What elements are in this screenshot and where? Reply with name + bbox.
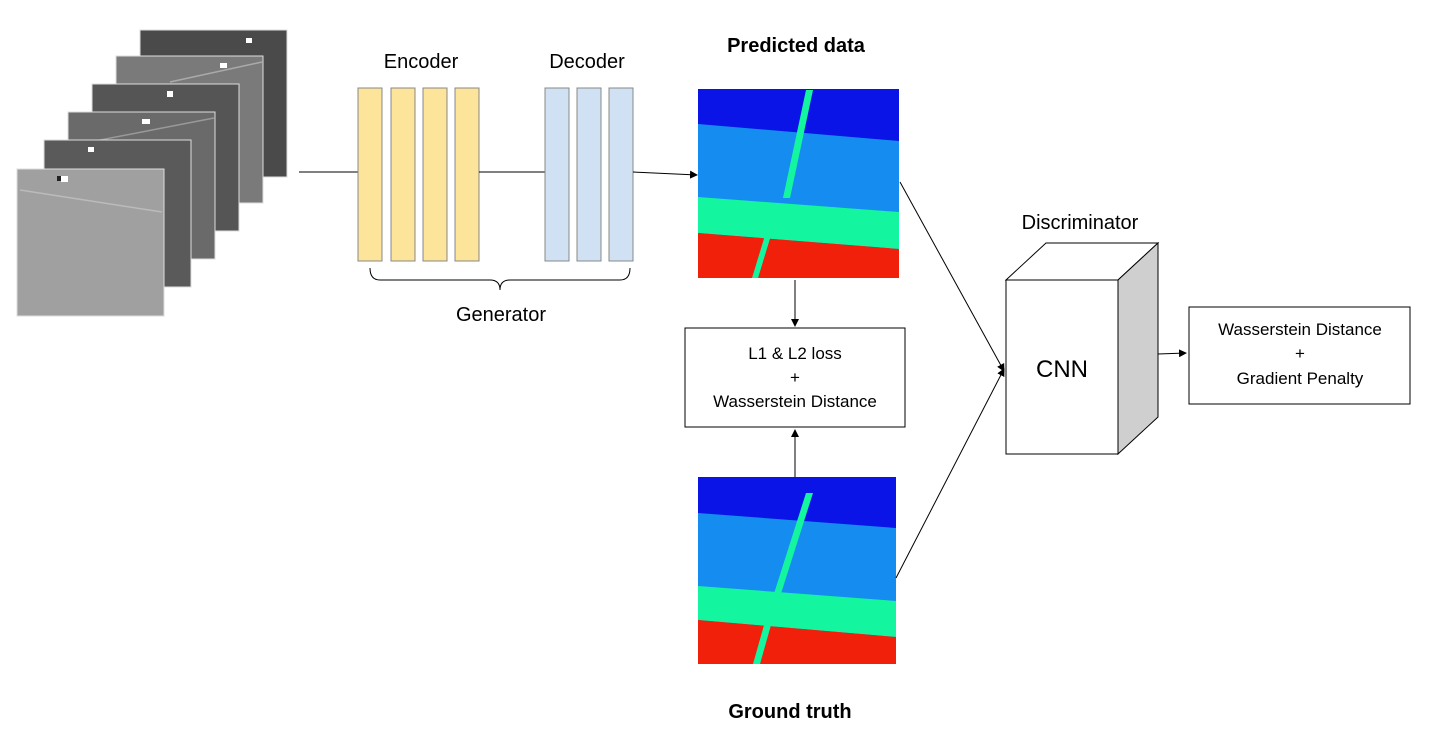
encoder-blocks <box>357 87 480 262</box>
decoder-block-2 <box>576 87 602 262</box>
decoder-block-3 <box>608 87 634 262</box>
ground-truth-to-discriminator-arrow <box>895 368 1005 579</box>
ground-truth-image <box>698 477 896 664</box>
decoder-block-1 <box>544 87 570 262</box>
discriminator-label: Discriminator <box>1022 212 1139 234</box>
encoder-label: Encoder <box>384 51 459 73</box>
encoder-block-3 <box>422 87 448 262</box>
input-slice-1 <box>16 168 165 317</box>
output-line-2: + <box>1295 344 1305 363</box>
decoder-label: Decoder <box>549 51 625 73</box>
output-line-3: Gradient Penalty <box>1237 369 1364 388</box>
loss-line-2: + <box>790 368 800 387</box>
encoder-block-1 <box>357 87 383 262</box>
encoder-block-4 <box>454 87 480 262</box>
ground-truth-title: Ground truth <box>728 701 851 723</box>
loss-box: L1 & L2 loss + Wasserstein Distance <box>684 327 906 428</box>
decoder-blocks <box>544 87 634 262</box>
output-loss-box: Wasserstein Distance + Gradient Penalty <box>1188 306 1411 405</box>
input-image-stack <box>16 29 288 317</box>
loss-line-1: L1 & L2 loss <box>748 344 842 363</box>
cnn-label: CNN <box>1036 356 1088 383</box>
cube-side-face <box>1117 241 1159 456</box>
generator-label: Generator <box>456 304 546 326</box>
output-line-1: Wasserstein Distance <box>1218 320 1382 339</box>
decoder-to-predicted-arrow <box>632 170 698 179</box>
encoder-block-2 <box>390 87 416 262</box>
discriminator-to-output-arrow <box>1157 349 1187 358</box>
predicted-data-image <box>698 89 899 278</box>
loss-line-3: Wasserstein Distance <box>713 392 877 411</box>
predicted-to-discriminator-arrow <box>899 181 1005 372</box>
predicted-data-title: Predicted data <box>727 35 866 57</box>
generator-brace <box>369 267 631 291</box>
discriminator-cube: CNN <box>1004 241 1160 456</box>
cube-front-face <box>1005 279 1119 455</box>
